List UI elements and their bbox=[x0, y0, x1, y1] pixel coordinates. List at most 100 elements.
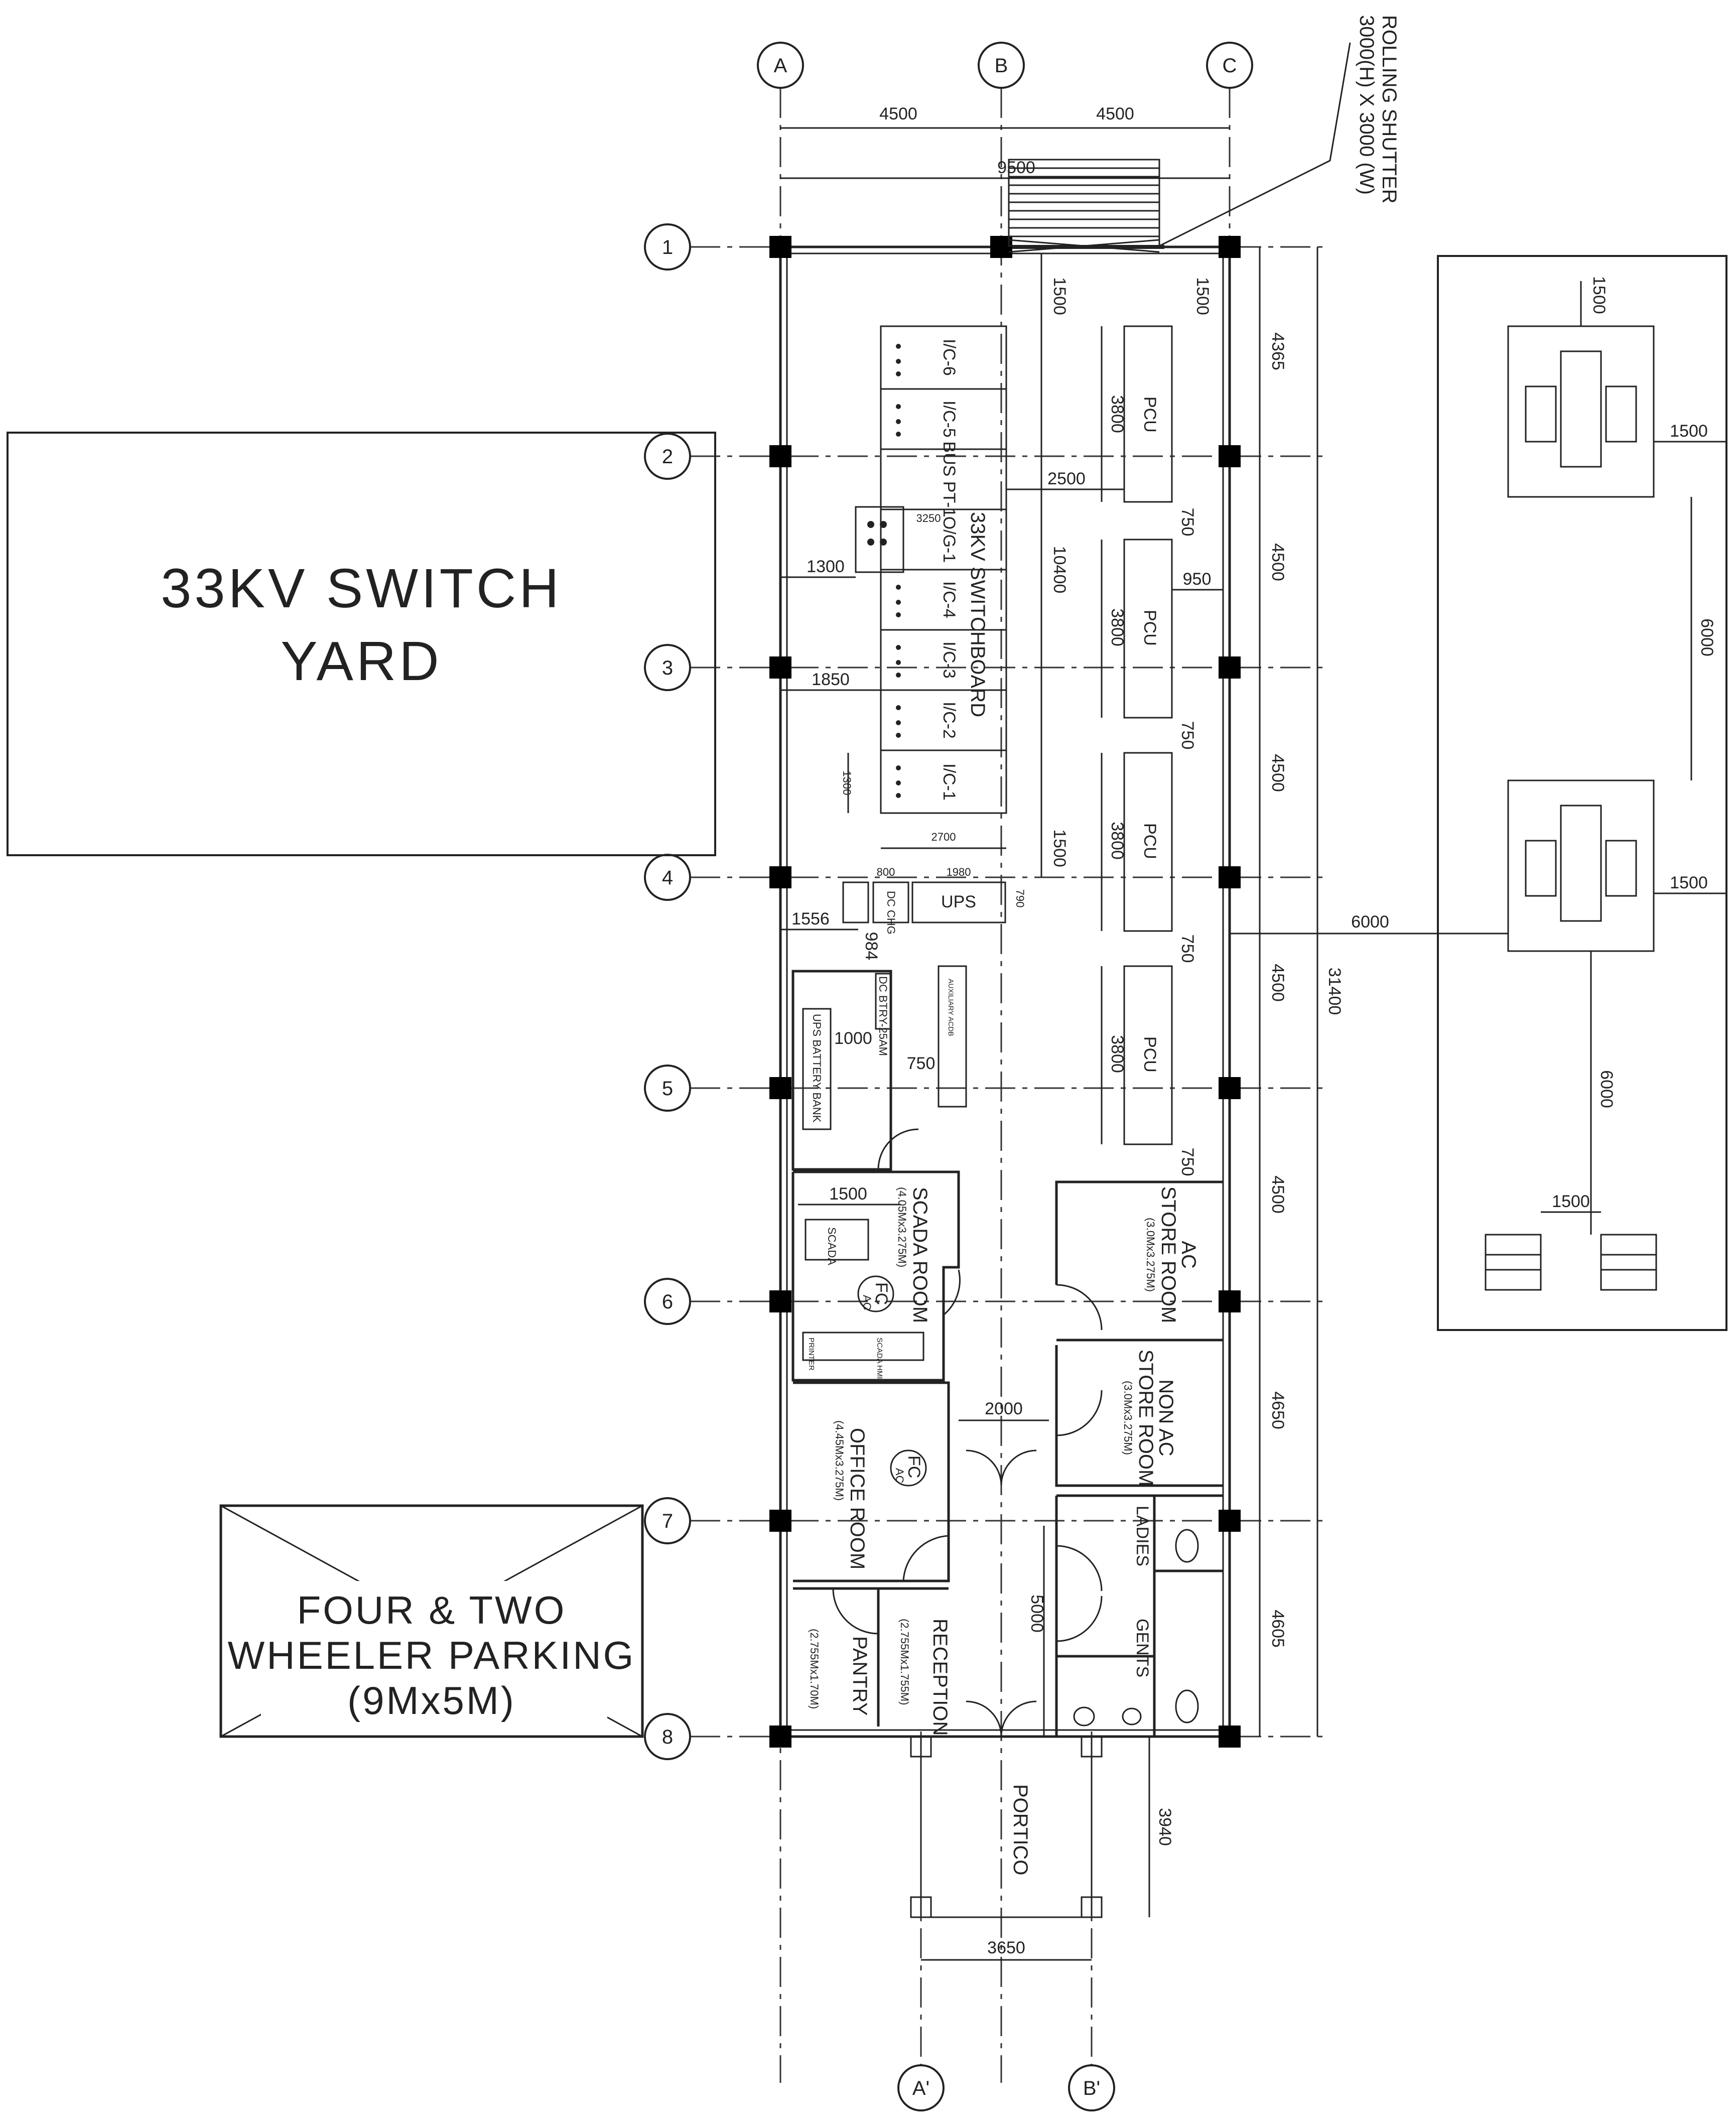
dim-1500-units: 1500 bbox=[1552, 1192, 1590, 1211]
scada-room: SCADA 1500 PRINTER SCADA HMI FC AC SCADA… bbox=[791, 1170, 961, 1382]
aux-unit-left bbox=[1485, 1234, 1542, 1291]
og-panel-offset bbox=[855, 506, 904, 573]
rolling-shutter-label-1: ROLLING SHUTTER bbox=[1378, 15, 1400, 204]
dim-1500-scada: 1500 bbox=[829, 1184, 867, 1204]
ups-label: UPS bbox=[941, 892, 976, 911]
pantry-size: (2.755Mx1.70M) bbox=[808, 1629, 821, 1709]
grid-bubble-b bbox=[978, 42, 1025, 89]
dim-1980: 1980 bbox=[947, 866, 971, 878]
dim-3800-4: 3800 bbox=[1108, 1035, 1127, 1073]
dim-984: 984 bbox=[862, 932, 881, 961]
dim-31400: 31400 bbox=[1325, 968, 1344, 1015]
grid-label-8: 8 bbox=[662, 1726, 673, 1748]
transformer-2 bbox=[1507, 779, 1655, 952]
grid-bubble-a-prime bbox=[897, 2064, 945, 2111]
nonac-store-wall bbox=[1055, 1345, 1223, 1487]
battery-door-swing bbox=[877, 1128, 919, 1170]
scada-desk bbox=[805, 1219, 869, 1261]
scada-ac-unit bbox=[857, 1275, 894, 1312]
washbasin bbox=[1073, 1706, 1095, 1727]
small-box bbox=[842, 881, 869, 923]
grid-label-a: A bbox=[774, 55, 787, 77]
corridor: 2000 5000 bbox=[959, 1399, 1049, 1737]
top-dimensions: 4500 4500 9500 bbox=[780, 104, 1230, 179]
switchboard-label: 33KV SWITCHBOARD bbox=[967, 512, 989, 717]
pcu-4 bbox=[1123, 965, 1173, 1145]
dim-1500-t1-side: 1500 bbox=[1670, 422, 1708, 441]
dim-3800-3: 3800 bbox=[1108, 822, 1127, 860]
switch-yard: 33KV SWITCH YARD bbox=[7, 432, 716, 856]
pantry-reception: PANTRY (2.755Mx1.70M) RECEPTION (2.755Mx… bbox=[793, 1587, 951, 1736]
office-room-wall bbox=[793, 1381, 950, 1582]
dim-2500: 2500 bbox=[1047, 469, 1086, 488]
dim-4365: 4365 bbox=[1268, 332, 1287, 370]
dim-1500-pcu: 1500 bbox=[1193, 277, 1212, 315]
dim-750-2: 750 bbox=[1178, 721, 1197, 750]
dc-battery bbox=[875, 973, 892, 1030]
dim-4500-r3: 4500 bbox=[1268, 754, 1287, 792]
office-fc-label: FC bbox=[904, 1455, 923, 1478]
scada-fc-label: FC bbox=[872, 1282, 891, 1305]
switch-yard-fence bbox=[7, 432, 716, 856]
ups-area: DC CHG UPS 800 1980 790 1556 984 bbox=[780, 866, 1026, 960]
office-room-size: (4.45Mx3.275M) bbox=[833, 1420, 846, 1501]
rolling-shutter: ROLLING SHUTTER 3000(H) X 3000 (W) bbox=[1008, 15, 1400, 253]
panel-bus-pt1: BUS PT-1 bbox=[940, 441, 959, 517]
ups-battery-bank-label: UPS BATTERY BANK bbox=[811, 1014, 823, 1123]
dim-1500-top: 1500 bbox=[1050, 277, 1069, 315]
panel-ic6: I/C-6 bbox=[940, 339, 959, 376]
urinal bbox=[1122, 1707, 1142, 1726]
nonac-store-size: (3.0Mx3.275M) bbox=[1122, 1381, 1134, 1455]
dim-1300-panel: 1300 bbox=[841, 771, 853, 795]
office-room: FC AC OFFICE ROOM (4.45Mx3.275M) bbox=[793, 1381, 950, 1582]
pcu-2-label: PCU bbox=[1140, 610, 1159, 646]
dc-chg-label: DC CHG bbox=[885, 891, 897, 935]
dim-5000: 5000 bbox=[1027, 1595, 1046, 1633]
pcu-4-label: PCU bbox=[1140, 1036, 1159, 1073]
grid-label-2: 2 bbox=[662, 446, 673, 468]
grid-label-a-prime: A' bbox=[912, 2077, 929, 2099]
portico-label: PORTICO bbox=[1009, 1784, 1031, 1876]
panel-ic4: I/C-4 bbox=[940, 581, 959, 618]
reception-size: (2.755Mx1.755M) bbox=[898, 1619, 911, 1705]
dim-1850: 1850 bbox=[812, 670, 850, 689]
entry-door-right bbox=[1000, 1449, 1037, 1486]
entry-door-left bbox=[966, 1449, 1002, 1486]
dim-10400: 10400 bbox=[1050, 546, 1069, 594]
dim-2700: 2700 bbox=[931, 831, 956, 843]
dim-4500-r5: 4500 bbox=[1268, 1175, 1287, 1214]
pcu-1-label: PCU bbox=[1140, 396, 1159, 433]
parking-label-1: FOUR & TWO bbox=[297, 1588, 567, 1632]
gents-door bbox=[1056, 1596, 1103, 1642]
main-door-right bbox=[1000, 1700, 1037, 1737]
dim-3800-1: 3800 bbox=[1108, 395, 1127, 433]
panel-ic3: I/C-3 bbox=[940, 641, 959, 679]
ac-store-door bbox=[1056, 1284, 1103, 1331]
parking-label-3: (9Mx5M) bbox=[347, 1678, 516, 1722]
grid-bubble-a bbox=[757, 42, 804, 89]
battery-room-wall bbox=[791, 970, 892, 1171]
dim-950: 950 bbox=[1183, 570, 1212, 589]
dim-750-1: 750 bbox=[1178, 508, 1197, 537]
nonac-store-label-2: STORE ROOM bbox=[1135, 1350, 1157, 1487]
panel-ic5: I/C-5 bbox=[940, 401, 959, 438]
scada-hmi-label: SCADA HMI bbox=[875, 1338, 884, 1379]
nonac-store-label-1: NON AC bbox=[1155, 1379, 1177, 1456]
dim-3800-2: 3800 bbox=[1108, 608, 1127, 646]
ac-store-room: AC STORE ROOM (3.0Mx3.275M) bbox=[1055, 1180, 1223, 1342]
rolling-shutter-label-2: 3000(H) X 3000 (W) bbox=[1356, 15, 1378, 195]
dim-2000: 2000 bbox=[985, 1399, 1023, 1418]
dim-3650: 3650 bbox=[987, 1938, 1025, 1957]
grid-label-b-prime: B' bbox=[1083, 2077, 1100, 2099]
office-ac-unit bbox=[890, 1449, 927, 1487]
portico: PORTICO 3940 3650 bbox=[910, 1736, 1174, 1961]
reception-label: RECEPTION bbox=[929, 1619, 951, 1736]
nonac-store-door bbox=[1056, 1390, 1103, 1436]
transformer-yard-fence bbox=[1437, 255, 1727, 1331]
switch-yard-label-2: YARD bbox=[281, 630, 442, 692]
transformer-yard: 1500 1500 1500 6000 6000 6000 1500 bbox=[1230, 255, 1727, 1331]
grid-label-5: 5 bbox=[662, 1078, 673, 1100]
gents-wc bbox=[1175, 1689, 1199, 1723]
ladies-wc bbox=[1175, 1529, 1199, 1563]
